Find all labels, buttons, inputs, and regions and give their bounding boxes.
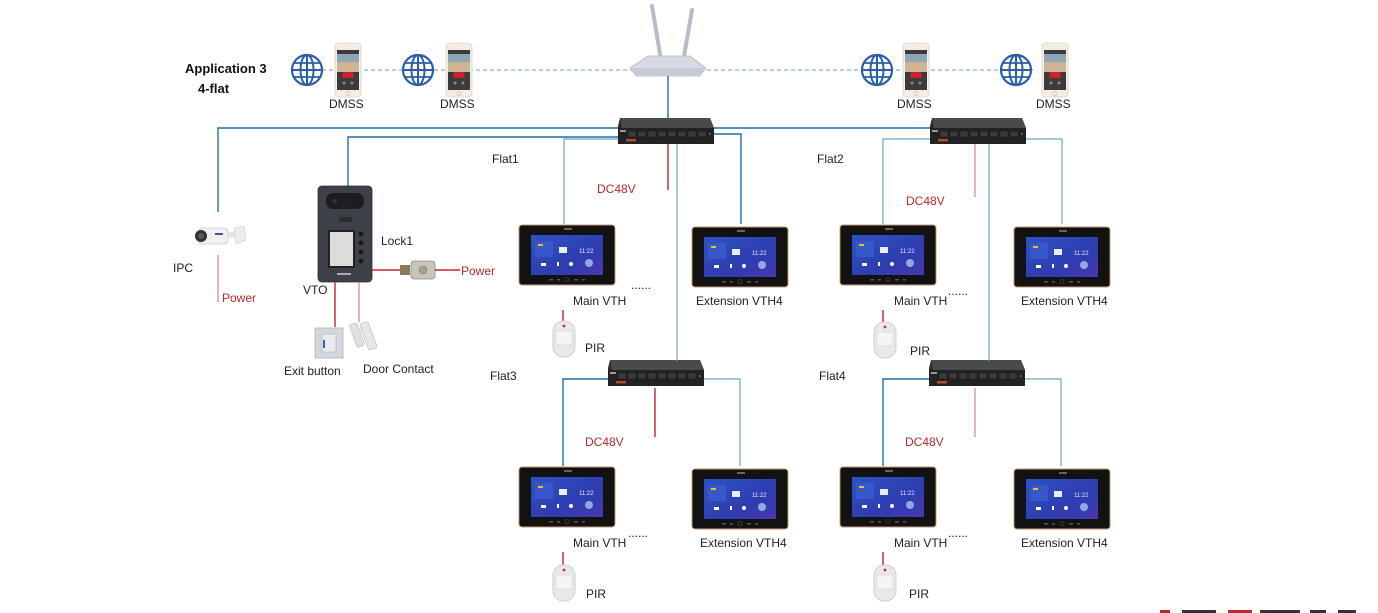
flat2-extension-vth xyxy=(1013,226,1111,288)
door-contact-icon xyxy=(349,321,378,351)
smartphone-icon xyxy=(1041,42,1069,98)
flat3-ellipsis: ...... xyxy=(628,526,648,540)
flat4-main-wire xyxy=(882,378,929,466)
flat4-main-vth-label: Main VTH xyxy=(894,536,947,550)
flat4-pir-sensor xyxy=(873,564,897,602)
poe-switch-flat3 xyxy=(607,359,705,387)
flat3-extension-vth xyxy=(691,468,789,530)
poe-switch-flat1 xyxy=(617,117,715,145)
flat4-extension-vth xyxy=(1013,468,1111,530)
poe-switch-flat4 xyxy=(928,359,1026,387)
smartphone-icon xyxy=(334,42,362,98)
flat1-ext-vth-label: Extension VTH4 xyxy=(696,294,783,308)
vto-network-wire xyxy=(347,136,620,186)
flat2-ext-vth-label: Extension VTH4 xyxy=(1021,294,1108,308)
globe-icon xyxy=(290,53,324,87)
door-contact-label: Door Contact xyxy=(363,362,434,376)
flat4-label: Flat4 xyxy=(819,369,846,383)
flat4-pir-label: PIR xyxy=(909,587,929,601)
flat2-main-wire xyxy=(882,138,930,224)
diagram-title-line2: 4-flat xyxy=(198,81,230,96)
exit-button-label: Exit button xyxy=(284,364,341,378)
exit-button-icon xyxy=(314,327,344,359)
dmss-label: DMSS xyxy=(1036,97,1071,111)
flat3-main-vth-label: Main VTH xyxy=(573,536,626,550)
flat3-main-wire xyxy=(562,378,608,466)
flat1-main-vth xyxy=(518,224,616,286)
vto-label: VTO xyxy=(303,283,327,297)
ipc-label: IPC xyxy=(173,261,193,275)
flat1-main-wire xyxy=(563,138,618,224)
flat2-label: Flat2 xyxy=(817,152,844,166)
lock-power-label: Power xyxy=(461,264,495,278)
globe-icon xyxy=(401,53,435,87)
flat4-ext-wire xyxy=(1025,378,1062,466)
flat2-main-vth-label: Main VTH xyxy=(894,294,947,308)
ipc-camera-icon xyxy=(195,225,247,245)
flat3-ext-wire xyxy=(704,378,741,466)
flat2-pir-sensor xyxy=(873,321,897,359)
flat3-main-vth xyxy=(518,466,616,528)
flat2-main-vth xyxy=(839,224,937,286)
flat1-ellipsis: ...... xyxy=(631,278,651,292)
diagram-title-line1: Application 3 xyxy=(185,61,267,76)
flat4-main-vth xyxy=(839,466,937,528)
flat1-pir-sensor xyxy=(552,320,576,358)
smartphone-icon xyxy=(902,42,930,98)
flat1-main-vth-label: Main VTH xyxy=(573,294,626,308)
globe-icon xyxy=(860,53,894,87)
dmss-label: DMSS xyxy=(440,97,475,111)
smartphone-icon xyxy=(445,42,473,98)
flat3-pir-label: PIR xyxy=(586,587,606,601)
dmss-label: DMSS xyxy=(329,97,364,111)
vto-door-station xyxy=(317,185,373,283)
flat3-power-label: DC48V xyxy=(585,435,624,449)
flat3-label: Flat3 xyxy=(490,369,517,383)
flat1-label: Flat1 xyxy=(492,152,519,166)
flat1-pir-label: PIR xyxy=(585,341,605,355)
flat4-power-label: DC48V xyxy=(905,435,944,449)
flat1-ext-wire xyxy=(714,133,742,224)
flat3-pir-sensor xyxy=(552,564,576,602)
flat4-ext-vth-label: Extension VTH4 xyxy=(1021,536,1108,550)
flat2-pir-label: PIR xyxy=(910,344,930,358)
electric-lock-icon xyxy=(400,260,436,280)
router-icon xyxy=(629,4,707,77)
ipc-power-label: Power xyxy=(222,291,256,305)
lock-label: Lock1 xyxy=(381,234,413,248)
flat2-power-label: DC48V xyxy=(906,194,945,208)
ipc-network-wire xyxy=(217,127,620,212)
poe-switch-flat2 xyxy=(929,117,1027,145)
flat2-ext-wire xyxy=(1026,138,1063,224)
dmss-label: DMSS xyxy=(897,97,932,111)
flat1-power-label: DC48V xyxy=(597,182,636,196)
flat1-extension-vth xyxy=(691,226,789,288)
flat2-ellipsis: ...... xyxy=(948,284,968,298)
page-edge-fragment xyxy=(1160,610,1356,613)
globe-icon xyxy=(999,53,1033,87)
flat3-ext-vth-label: Extension VTH4 xyxy=(700,536,787,550)
flat4-ellipsis: ...... xyxy=(948,526,968,540)
